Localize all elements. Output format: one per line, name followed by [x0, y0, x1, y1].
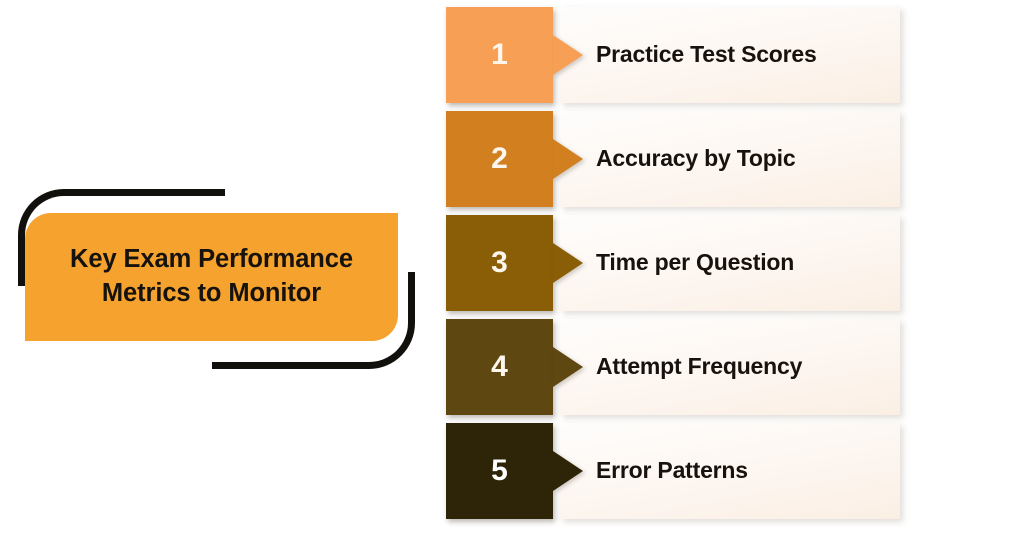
metric-number-block-4: 4	[446, 319, 553, 415]
metric-number-block-5: 5	[446, 423, 553, 519]
page-title: Key Exam Performance Metrics to Monitor	[70, 245, 353, 307]
list-item[interactable]: 4 Attempt Frequency	[446, 319, 914, 415]
metric-number-block-3: 3	[446, 215, 553, 311]
metric-number-block-2: 2	[446, 111, 553, 207]
decorative-bracket-bottom-right-icon	[212, 272, 415, 369]
list-item[interactable]: 1 Practice Test Scores	[446, 7, 914, 103]
chevron-right-icon	[553, 139, 583, 179]
metric-number-block-1: 1	[446, 7, 553, 103]
chevron-right-icon	[553, 347, 583, 387]
metric-label-4: Attempt Frequency	[596, 353, 803, 380]
metric-list: 1 Practice Test Scores 2 Accuracy by Top…	[446, 7, 914, 527]
metric-panel-4: Attempt Frequency	[560, 319, 900, 415]
metric-number-1: 1	[491, 38, 508, 71]
metric-number-3: 3	[491, 246, 508, 279]
list-item[interactable]: 5 Error Patterns	[446, 423, 914, 519]
metric-label-5: Error Patterns	[596, 457, 748, 484]
metric-panel-2: Accuracy by Topic	[560, 111, 900, 207]
list-item[interactable]: 3 Time per Question	[446, 215, 914, 311]
metric-number-4: 4	[491, 350, 508, 383]
list-item[interactable]: 2 Accuracy by Topic	[446, 111, 914, 207]
chevron-right-icon	[553, 35, 583, 75]
chevron-right-icon	[553, 451, 583, 491]
metric-number-5: 5	[491, 454, 508, 487]
metric-panel-3: Time per Question	[560, 215, 900, 311]
metric-number-2: 2	[491, 142, 508, 175]
chevron-right-icon	[553, 243, 583, 283]
metric-label-3: Time per Question	[596, 249, 795, 276]
title-callout: Key Exam Performance Metrics to Monitor	[0, 180, 430, 370]
metric-label-1: Practice Test Scores	[596, 41, 817, 68]
title-box: Key Exam Performance Metrics to Monitor	[25, 213, 398, 341]
metric-panel-1: Practice Test Scores	[560, 7, 900, 103]
decorative-bracket-top-left-icon	[18, 189, 225, 286]
metric-panel-5: Error Patterns	[560, 423, 900, 519]
metric-label-2: Accuracy by Topic	[596, 145, 796, 172]
